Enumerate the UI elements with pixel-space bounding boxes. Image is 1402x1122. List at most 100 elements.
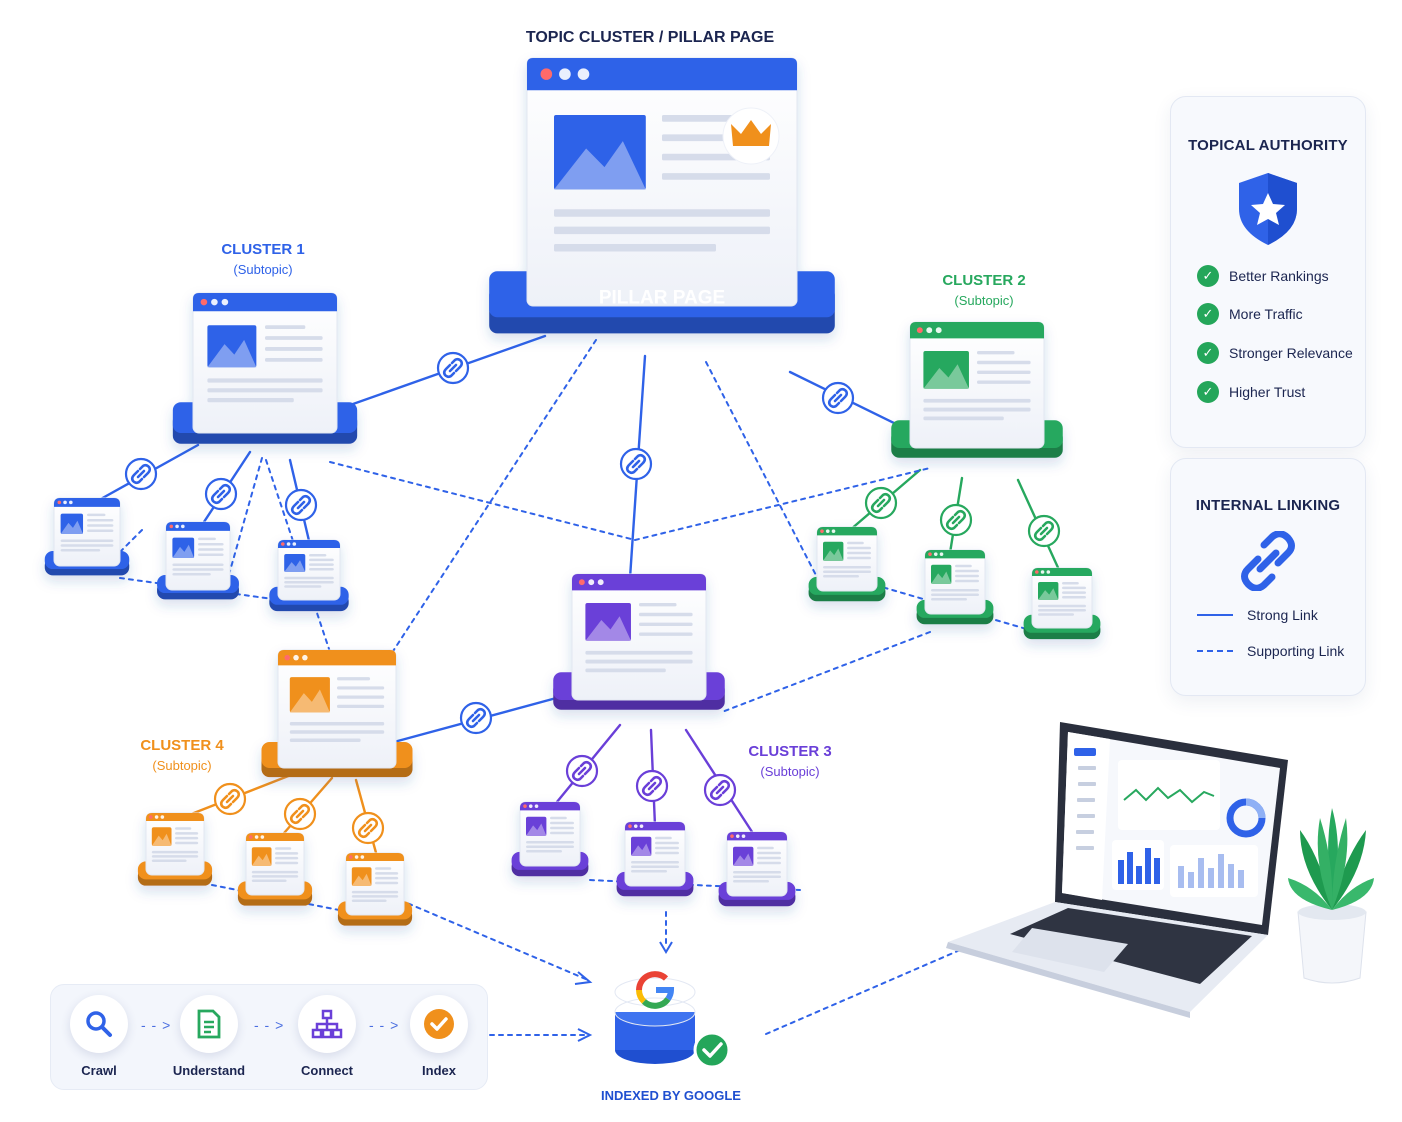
indexing-process-steps: Crawl - - > Understand - - > Connect [50, 984, 488, 1090]
supporting-link-line [329, 461, 636, 541]
supporting-link-line [119, 529, 143, 553]
chain-link-icon [703, 773, 737, 807]
chain-link-icon [821, 381, 855, 415]
benefit-item: ✓ More Traffic [1197, 303, 1303, 325]
cluster-3-name: CLUSTER 3 [748, 743, 831, 760]
arrow-head [659, 941, 673, 954]
cluster-4-subtitle: (Subtopic) [152, 758, 211, 773]
step-understand: Understand [169, 995, 249, 1078]
page-nodes: PILLAR PAGE [44, 57, 1101, 926]
sitemap-icon [311, 1009, 343, 1039]
supporting-link-line [634, 467, 931, 541]
page-node-b2 [157, 521, 239, 600]
topical-authority-panel: TOPICAL AUTHORITY ✓ Better Rankings ✓ Mo… [1170, 96, 1366, 448]
page-node-g1 [808, 526, 886, 602]
step-label: Crawl [81, 1063, 117, 1078]
page-node-o3 [337, 852, 413, 926]
supporting-link-label: Supporting Link [1247, 643, 1345, 659]
chain-link-icon [459, 701, 493, 735]
benefit-label: More Traffic [1229, 306, 1303, 322]
benefit-item: ✓ Stronger Relevance [1197, 342, 1353, 364]
check-icon: ✓ [1197, 265, 1219, 287]
step-label: Index [422, 1063, 456, 1078]
page-node-c2 [891, 321, 1063, 458]
google-logo-icon [636, 971, 675, 1009]
chain-link-icon [124, 457, 158, 491]
document-icon [197, 1009, 221, 1039]
chain-link-icon [565, 754, 599, 788]
benefit-label: Stronger Relevance [1229, 345, 1353, 361]
pillar-page-label: PILLAR PAGE [599, 287, 725, 308]
internal-linking-title: INTERNAL LINKING [1195, 497, 1341, 514]
page-node-c3 [553, 573, 725, 710]
supporting-link-line [705, 361, 821, 584]
arrow-head [574, 971, 593, 985]
cluster-1-name: CLUSTER 1 [221, 241, 304, 258]
arrow-icon: - - > [369, 1017, 400, 1033]
page-node-p1 [511, 801, 589, 877]
crown-icon [731, 120, 771, 146]
supporting-link-line [721, 631, 931, 713]
check-circle-icon [424, 1009, 454, 1039]
page-node-pillar [489, 57, 835, 334]
cluster-3-subtitle: (Subtopic) [760, 764, 819, 779]
supporting-link-line [227, 457, 263, 579]
benefit-item: ✓ Higher Trust [1197, 381, 1305, 403]
chain-link-icon [619, 447, 653, 481]
strong-link-label: Strong Link [1247, 607, 1318, 623]
chain-link-icon [213, 782, 247, 816]
cluster-4-name: CLUSTER 4 [140, 737, 224, 754]
page-node-g2 [916, 549, 994, 625]
page-node-b3 [269, 539, 349, 612]
chain-link-icon [436, 351, 470, 385]
topical-authority-title: TOPICAL AUTHORITY [1188, 137, 1348, 154]
chain-link-icon [283, 797, 317, 831]
chain-link-icon [635, 769, 669, 803]
page-node-c1 [172, 292, 358, 444]
arrow-head [577, 1028, 593, 1042]
page-node-o2 [237, 832, 313, 906]
link-badges [124, 351, 1061, 845]
arrow-icon: - - > [141, 1017, 172, 1033]
dashed-line-swatch [1197, 650, 1233, 652]
indexed-check-icon [693, 1031, 731, 1069]
benefit-label: Higher Trust [1229, 384, 1306, 400]
supporting-link-line [383, 339, 597, 666]
benefit-item: ✓ Better Rankings [1197, 265, 1329, 287]
legend-strong-link: Strong Link [1197, 607, 1318, 623]
chain-link-icon [864, 486, 898, 520]
legend-supporting-link: Supporting Link [1197, 643, 1344, 659]
google-index-database [614, 971, 731, 1069]
laptop-dashboard [946, 722, 1288, 1018]
page-node-b1 [44, 497, 130, 576]
cluster-2-name: CLUSTER 2 [942, 272, 1025, 289]
page-node-p3 [718, 831, 796, 907]
step-label: Understand [172, 1063, 246, 1078]
shield-star-icon [1239, 173, 1297, 245]
chain-link-icon [1027, 514, 1061, 548]
page-node-c4 [261, 649, 413, 778]
potted-plant [1288, 808, 1374, 984]
chain-link-icon [351, 811, 385, 845]
diagram-title: TOPIC CLUSTER / PILLAR PAGE [526, 29, 775, 46]
chain-link-icon [284, 488, 318, 522]
step-index: Index [399, 995, 479, 1078]
supporting-link-line [399, 899, 589, 981]
chain-link-icon [939, 503, 973, 537]
cluster-1-subtitle: (Subtopic) [233, 262, 292, 277]
check-icon: ✓ [1197, 303, 1219, 325]
check-icon: ✓ [1197, 381, 1219, 403]
indexed-by-google-label: INDEXED BY GOOGLE [601, 1088, 741, 1103]
check-icon: ✓ [1197, 342, 1219, 364]
magnifier-icon [86, 1011, 112, 1037]
step-connect: Connect [287, 995, 367, 1078]
page-node-p2 [616, 821, 694, 897]
page-node-g3 [1023, 567, 1101, 640]
supporting-link-line [765, 949, 961, 1035]
benefit-label: Better Rankings [1229, 268, 1329, 284]
chain-link-icon [1241, 531, 1295, 591]
arrow-icon: - - > [254, 1017, 285, 1033]
step-crawl: Crawl [59, 995, 139, 1078]
cluster-2-subtitle: (Subtopic) [954, 293, 1013, 308]
